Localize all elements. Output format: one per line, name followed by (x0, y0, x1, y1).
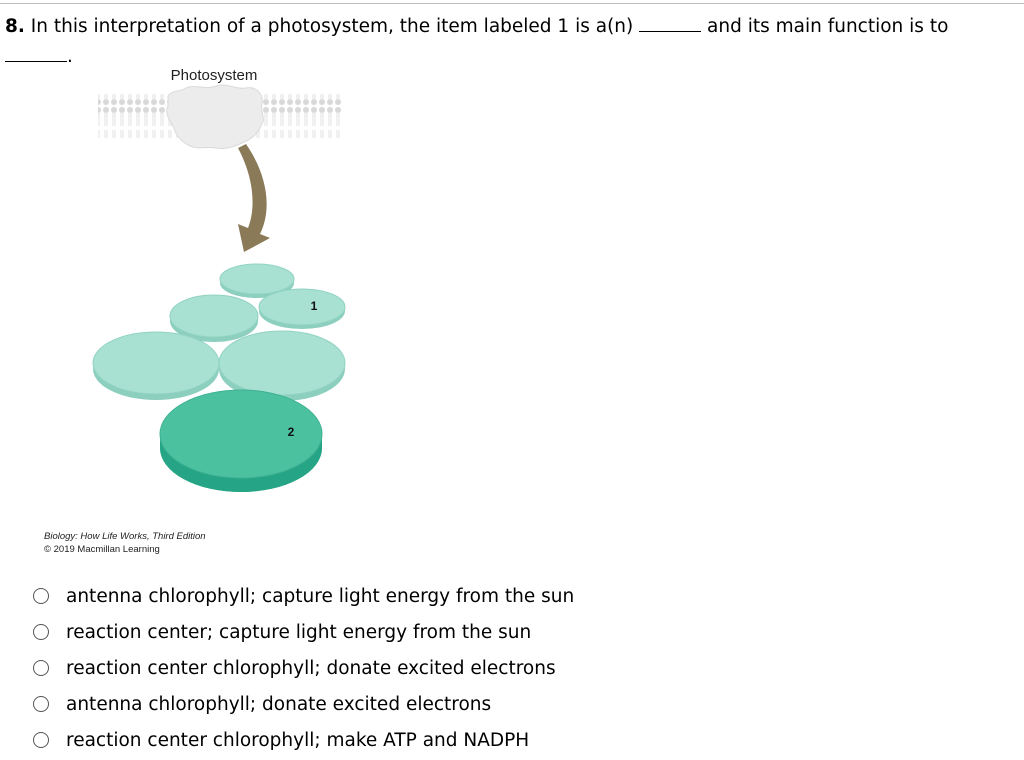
answer-option-4[interactable]: antenna chlorophyll; donate excited elec… (33, 686, 574, 722)
label-1: 1 (311, 299, 318, 313)
figure-credit: Biology: How Life Works, Third Edition ©… (44, 530, 206, 556)
question-text-part2: and its main function is to (701, 16, 949, 37)
option-label: reaction center chlorophyll; donate exci… (66, 657, 556, 679)
question-prompt: 8. In this interpretation of a photosyst… (5, 12, 1015, 72)
credit-copyright: © 2019 Macmillan Learning (44, 544, 160, 555)
chlorophyll-disc-2 (159, 389, 323, 479)
radio-button[interactable] (33, 696, 49, 712)
answer-option-3[interactable]: reaction center chlorophyll; donate exci… (33, 650, 574, 686)
radio-button[interactable] (33, 660, 49, 676)
chlorophyll-disc-mid-left (169, 294, 259, 338)
credit-book-title: Biology: How Life Works, Third Edition (44, 531, 206, 542)
question-text-part3: . (67, 46, 73, 67)
chlorophyll-disc-1 (258, 288, 346, 326)
chlorophyll-disc-left (92, 331, 220, 395)
answer-option-5[interactable]: reaction center chlorophyll; make ATP an… (33, 722, 574, 758)
curved-arrow (238, 144, 270, 252)
option-label: reaction center; capture light energy fr… (66, 621, 532, 643)
option-label: reaction center chlorophyll; make ATP an… (66, 729, 530, 751)
answer-options: antenna chlorophyll; capture light energ… (33, 578, 574, 758)
label-2: 2 (288, 425, 295, 439)
answer-option-2[interactable]: reaction center; capture light energy fr… (33, 614, 574, 650)
radio-button[interactable] (33, 732, 49, 748)
answer-blank-1 (639, 13, 702, 32)
chlorophyll-disc-top (219, 263, 295, 295)
question-text-part1: In this interpretation of a photosystem,… (24, 16, 640, 37)
top-divider (0, 3, 1024, 4)
option-label: antenna chlorophyll; donate excited elec… (66, 693, 492, 715)
chlorophyll-disc-right (218, 330, 346, 396)
question-number: 8. (5, 16, 25, 37)
protein-complex (166, 84, 264, 149)
answer-blank-2 (5, 43, 67, 62)
figure-title: Photosystem (171, 67, 258, 84)
answer-option-1[interactable]: antenna chlorophyll; capture light energ… (33, 578, 574, 614)
radio-button[interactable] (33, 588, 49, 604)
photosystem-figure: Photosystem 1 2 (92, 67, 346, 492)
radio-button[interactable] (33, 624, 49, 640)
option-label: antenna chlorophyll; capture light energ… (66, 585, 575, 607)
membrane-right (254, 94, 342, 138)
